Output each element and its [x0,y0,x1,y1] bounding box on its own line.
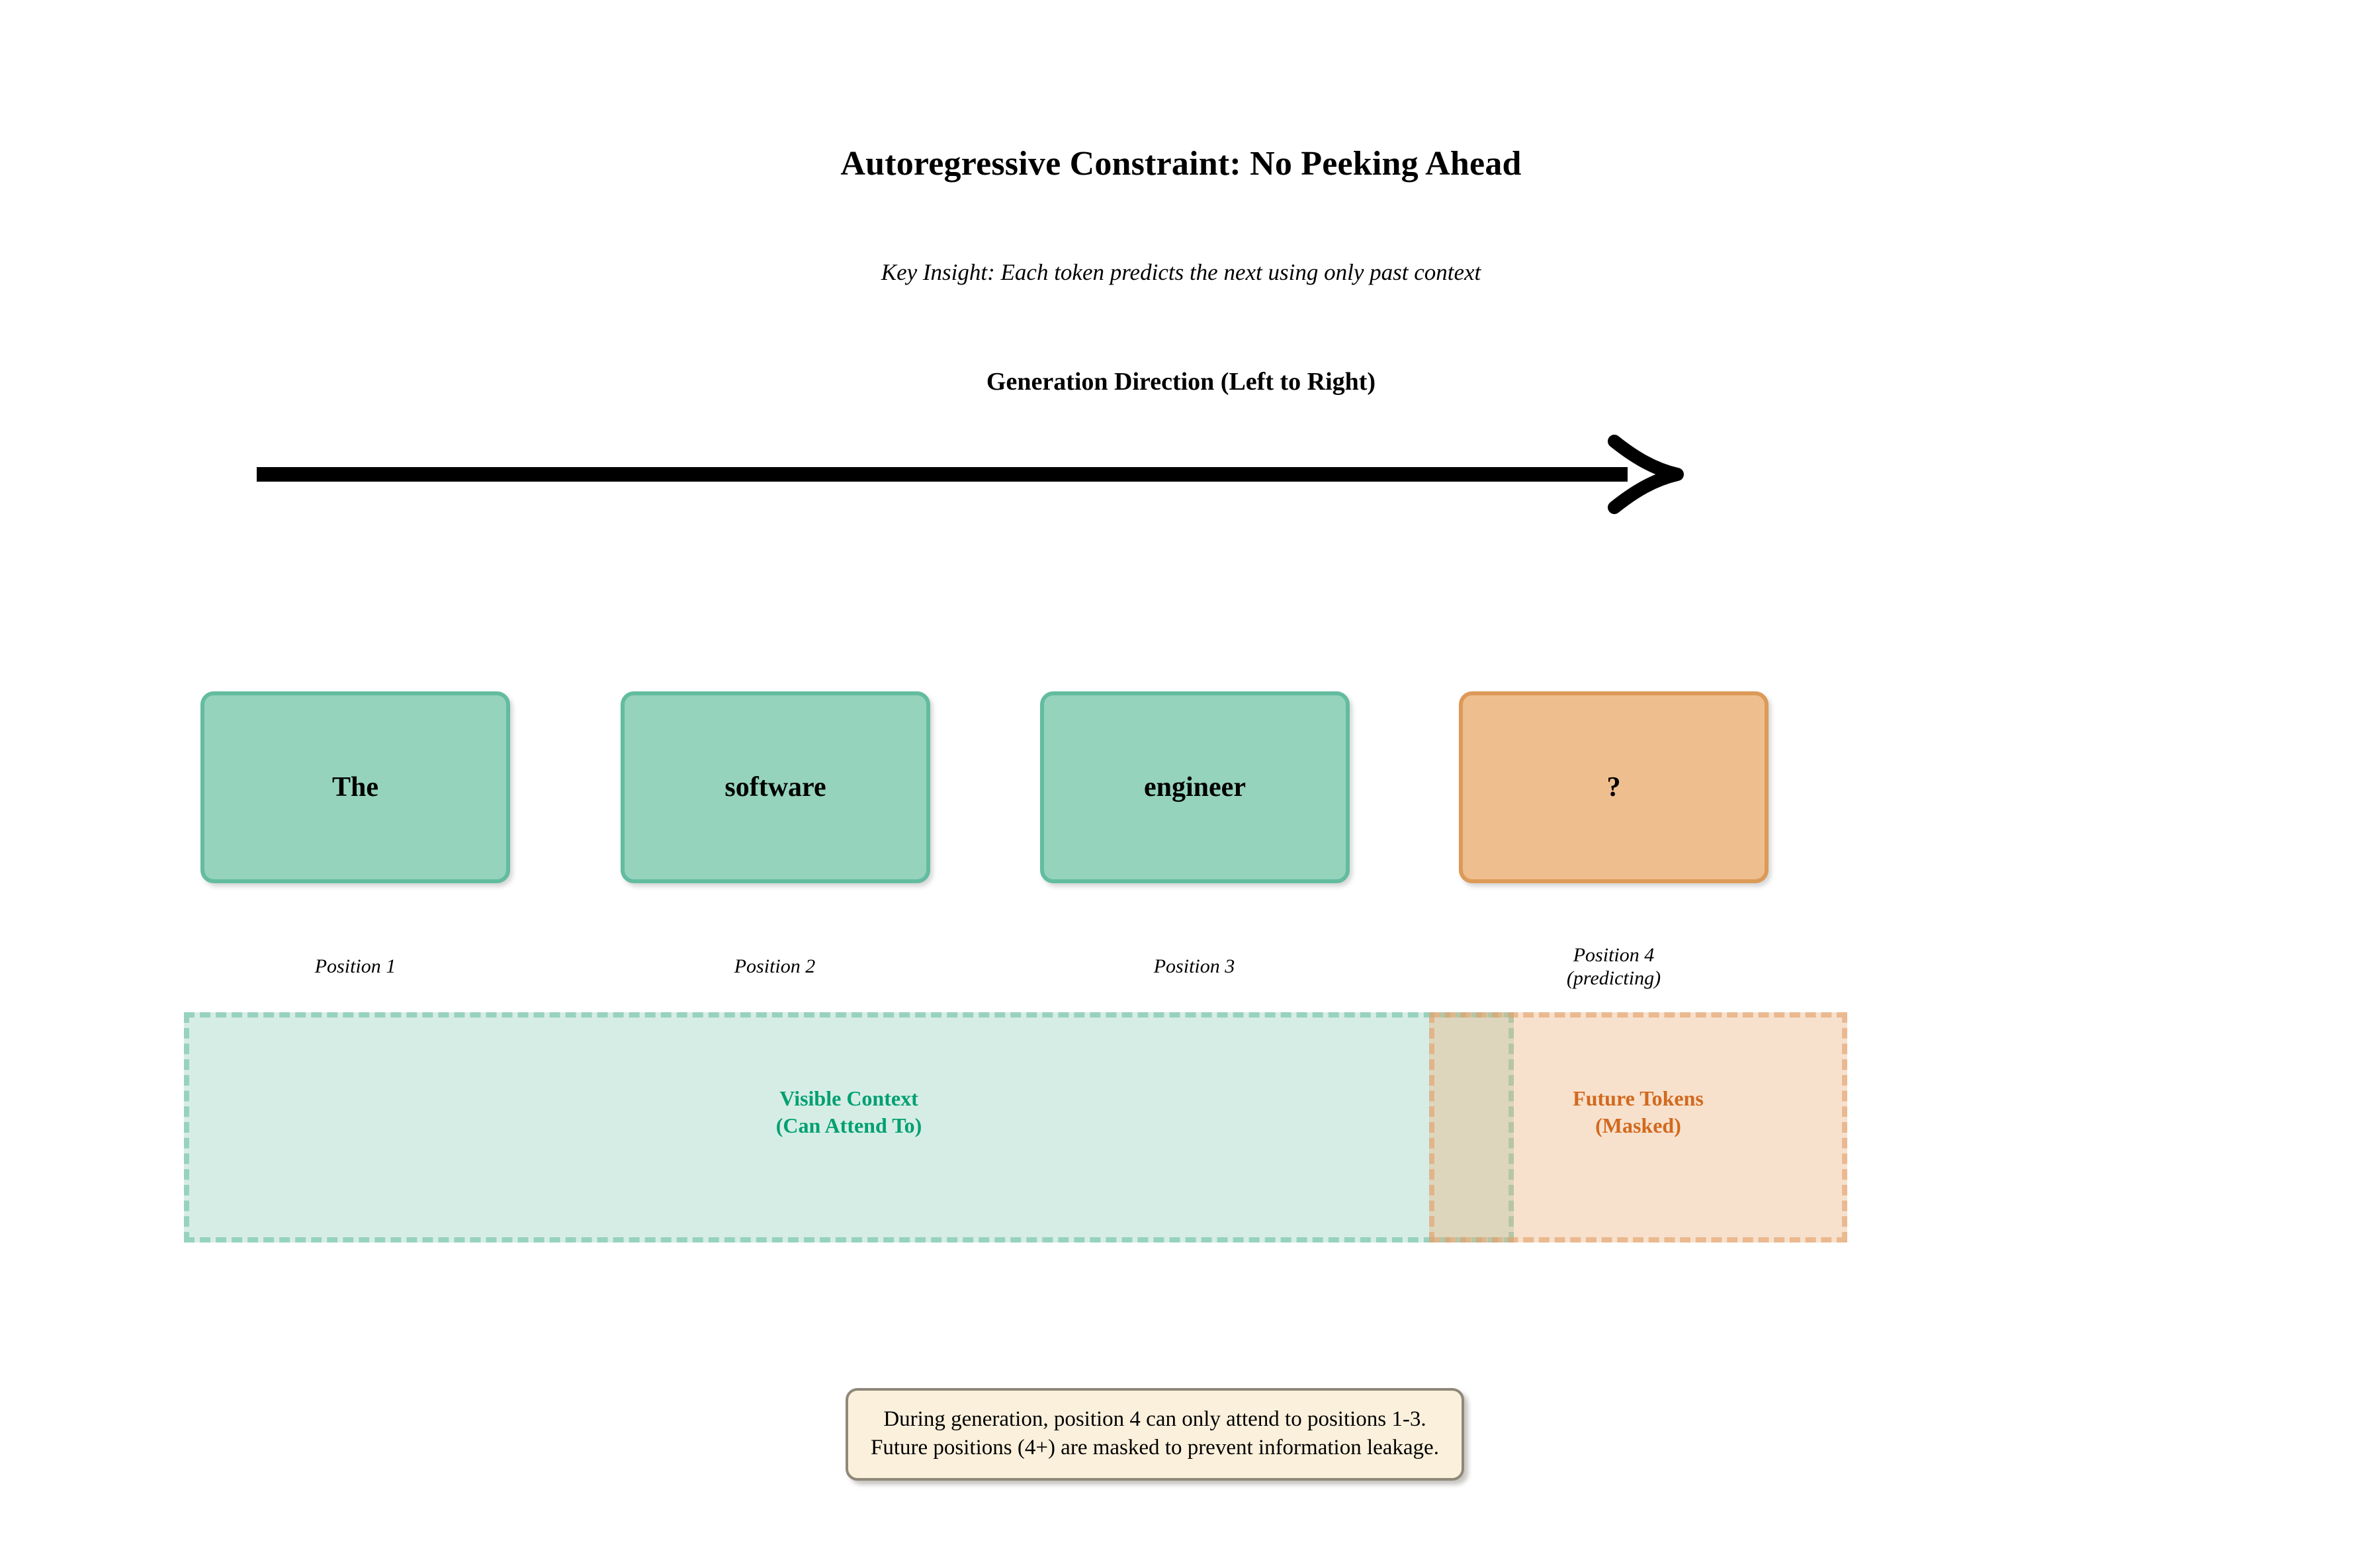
future-tokens-caption: Future Tokens (Masked) [1573,1086,1704,1137]
token-label: The [331,772,378,803]
token-box-position-3[interactable]: engineer [1040,691,1350,883]
position-label-2: Position 2 [734,955,816,977]
position-label-4: Position 4 (predicting) [1566,944,1661,990]
explanatory-note: During generation, position 4 can only a… [846,1388,1464,1481]
right-arrow-icon [251,433,1707,526]
generation-direction-label: Generation Direction (Left to Right) [986,368,1376,396]
future-tokens-masked-band: Future Tokens (Masked) [1429,1012,1847,1242]
token-box-position-2[interactable]: software [621,691,930,883]
page-title: Autoregressive Constraint: No Peeking Ah… [840,145,1522,183]
token-label: ? [1606,772,1621,803]
token-box-position-4-predicting[interactable]: ? [1459,691,1769,883]
position-label-3: Position 3 [1153,955,1235,977]
position-label-1: Position 1 [314,955,396,977]
visible-context-caption: Visible Context (Can Attend To) [775,1086,922,1137]
token-box-position-1[interactable]: The [200,691,510,883]
visible-context-band: Visible Context (Can Attend To) [184,1012,1514,1242]
key-insight-subtitle: Key Insight: Each token predicts the nex… [881,259,1481,285]
token-label: engineer [1144,772,1246,803]
token-label: software [724,772,826,803]
